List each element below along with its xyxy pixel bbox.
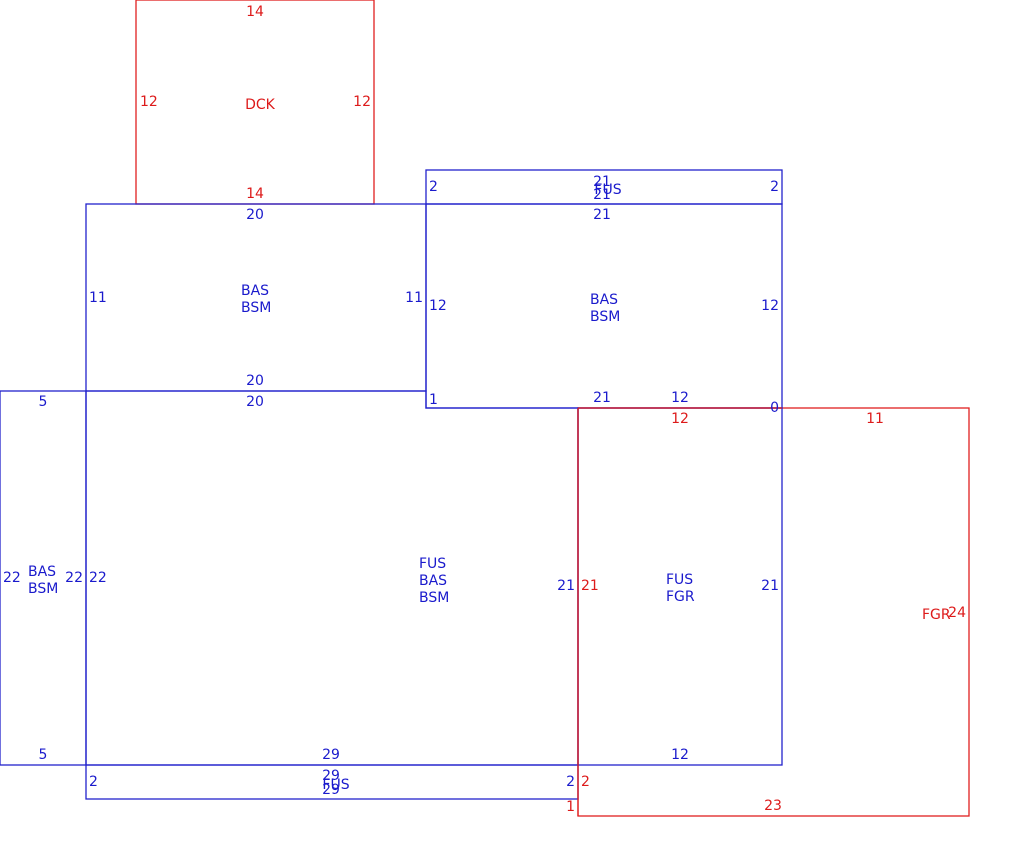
ts-dim-top: 21 <box>593 174 611 190</box>
bs-dim-bottom: 29 <box>322 782 340 798</box>
ur-code-2: BSM <box>590 309 620 325</box>
bs-dim-right: 2 <box>566 774 575 790</box>
fgr-outline <box>577 407 970 817</box>
fgr-dim-top-right: 11 <box>866 411 884 427</box>
ff-code-2: FGR <box>666 589 695 605</box>
bs-dim-top: 29 <box>322 768 340 784</box>
fgr-dim-bottom: 23 <box>764 798 782 814</box>
ur-dim-bottom: 21 <box>593 390 611 406</box>
ul-dim-right: 11 <box>405 290 423 306</box>
ff-dim-bottom: 12 <box>671 747 689 763</box>
ls-dim-top: 5 <box>39 394 48 410</box>
ur-dim-corner: 1 <box>429 392 438 408</box>
ts-dim-right: 2 <box>770 179 779 195</box>
ts-dim-left: 2 <box>429 179 438 195</box>
fgr-code: FGR <box>922 607 951 623</box>
ur-dim-bottom-right: 12 <box>671 390 689 406</box>
ul-code-1: BAS <box>241 283 269 299</box>
ff-dim-corner: 0 <box>770 400 779 416</box>
main-dim-top: 20 <box>246 394 264 410</box>
ff-dim-right: 21 <box>761 578 779 594</box>
ul-dim-top: 20 <box>246 207 264 223</box>
ur-dim-top: 21 <box>593 207 611 223</box>
fgr-dim-right: 24 <box>948 605 966 621</box>
main-code-1: FUS <box>419 556 446 572</box>
ur-dim-right: 12 <box>761 298 779 314</box>
ff-dim-top: 12 <box>671 411 689 427</box>
main-dim-bottom: 29 <box>322 747 340 763</box>
main-fus-bsm-outline <box>85 390 579 766</box>
fgr-dim-left-lower: 2 <box>581 774 590 790</box>
bs-code: FUS <box>322 777 349 793</box>
ff-code-1: FUS <box>666 572 693 588</box>
ls-dim-right: 22 <box>65 570 83 586</box>
ur-code-1: BAS <box>590 292 618 308</box>
ul-dim-left: 11 <box>89 290 107 306</box>
main-dim-left: 22 <box>89 570 107 586</box>
dck-code: DCK <box>245 97 276 113</box>
ls-code-1: BAS <box>28 564 56 580</box>
bs-dim-left: 2 <box>89 774 98 790</box>
ls-code-2: BSM <box>28 581 58 597</box>
dck-dim-right: 12 <box>353 94 371 110</box>
ts-code: FUS <box>594 182 621 198</box>
main-dim-right: 21 <box>557 578 575 594</box>
main-code-3: BSM <box>419 590 449 606</box>
ls-dim-left: 22 <box>3 570 21 586</box>
fgr-dim-corner: 1 <box>566 799 575 815</box>
dck-dim-bottom: 14 <box>246 186 264 202</box>
dck-dim-top: 14 <box>246 4 264 20</box>
ts-dim-bottom: 21 <box>593 187 611 203</box>
ul-dim-bottom: 20 <box>246 373 264 389</box>
main-code-2: BAS <box>419 573 447 589</box>
ul-code-2: BSM <box>241 300 271 316</box>
ls-dim-bottom: 5 <box>39 747 48 763</box>
fgr-dim-left: 21 <box>581 578 599 594</box>
ur-dim-left: 12 <box>429 298 447 314</box>
dck-dim-left: 12 <box>140 94 158 110</box>
